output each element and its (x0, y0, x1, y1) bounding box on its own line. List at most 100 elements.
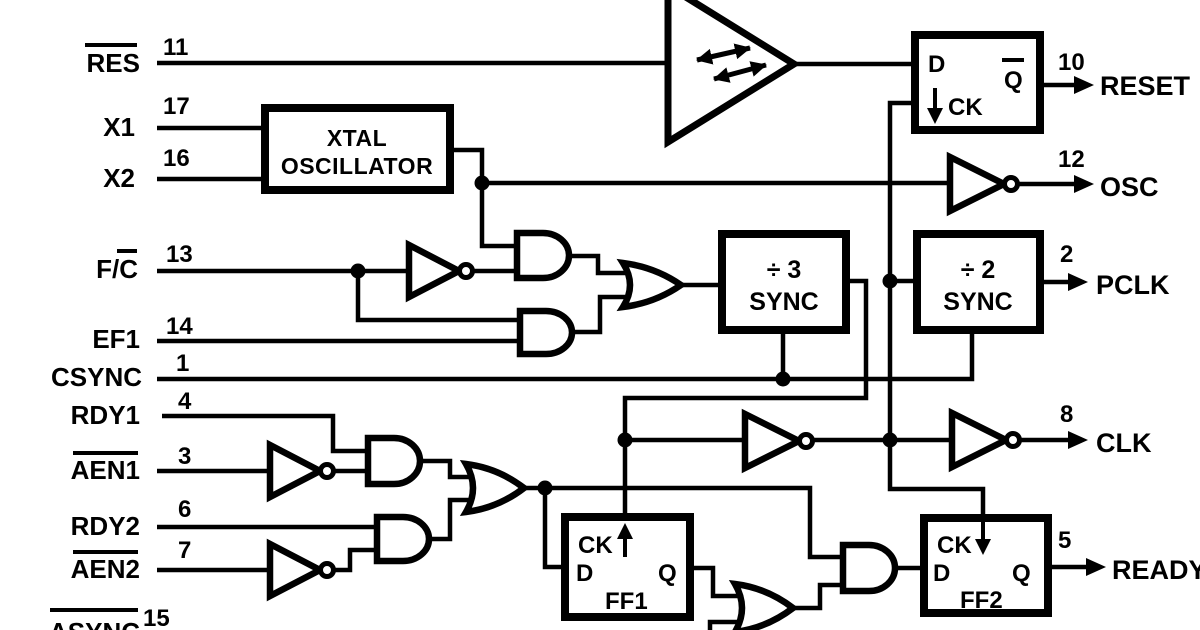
wire-and1-out (567, 253, 630, 276)
inverter-aen1 (266, 439, 336, 503)
inverter-internal-clk (741, 408, 815, 474)
inverter-bubble (318, 561, 336, 579)
ff2-flip-flop: CK D Q FF2 (920, 514, 1052, 617)
div3-label-2: SYNC (749, 288, 818, 316)
wire-ff1-q (690, 565, 745, 599)
pin-11: 11 (163, 34, 188, 61)
wire-and4-out (429, 497, 472, 542)
falling-edge-arrow-icon (927, 88, 943, 124)
inverter-aen2 (266, 538, 336, 602)
junction-dot (537, 480, 553, 496)
input-label-rdy2: RDY2 (71, 511, 140, 541)
and-gate-rdy1 (364, 434, 424, 488)
input-label-res: RES (87, 48, 140, 78)
junction-dot (882, 432, 898, 448)
wire-and3-out (420, 458, 472, 480)
wire-and2-out (572, 294, 630, 335)
pin-2: 2 (1060, 241, 1073, 268)
reset-ff-d-label: D (928, 51, 945, 78)
ff2-d-label: D (933, 560, 950, 587)
arrowhead-clk (1068, 431, 1088, 449)
falling-edge-arrow-icon (975, 522, 991, 555)
or-gate-clock-select (616, 258, 687, 312)
ff2-ck-label: CK (937, 532, 972, 559)
wire-ff1-d (542, 488, 565, 570)
ff1-name-label: FF1 (605, 588, 648, 615)
wire-xtal-branch (479, 183, 517, 249)
reset-flip-flop: D CK Q (911, 31, 1044, 134)
pin-3: 3 (178, 443, 191, 470)
rising-edge-arrow-icon (617, 523, 633, 557)
or-gate-ff1-async (728, 579, 799, 630)
pin-15: 15 (143, 605, 170, 630)
div2-label-1: ÷ 2 (961, 256, 996, 284)
arrowhead-osc (1074, 175, 1094, 193)
wire-xtal-out (450, 147, 485, 183)
pin-1: 1 (176, 350, 189, 377)
input-label-aen1: AEN1 (71, 455, 140, 485)
junction-dot (617, 432, 633, 448)
junction-dot (775, 371, 791, 387)
gates (266, 0, 1022, 630)
ff2-q-label: Q (1012, 560, 1031, 587)
junction-dot (882, 273, 898, 289)
div3-label-1: ÷ 3 (767, 256, 802, 284)
wire-csync (157, 334, 975, 382)
or-gate-ready-select (459, 459, 530, 517)
inverter-clk-output (948, 407, 1022, 473)
output-label-pclk: PCLK (1096, 270, 1170, 300)
pin-13: 13 (166, 241, 193, 268)
input-label-csync: CSYNC (51, 362, 142, 392)
input-label-fc: F/C (96, 254, 138, 284)
pin-16: 16 (163, 145, 190, 172)
output-labels: 10 RESET 12 OSC 2 PCLK 8 CLK 5 READY (1058, 49, 1200, 585)
divide-by-3-sync-block (718, 230, 850, 334)
reset-ff-ck-label: CK (948, 94, 983, 121)
input-label-rdy1: RDY1 (71, 400, 140, 430)
schmitt-trigger (664, 0, 801, 149)
arrowhead-pclk (1068, 273, 1088, 291)
input-label-x2: X2 (103, 163, 135, 193)
junction-dot (350, 263, 366, 279)
pin-5: 5 (1058, 527, 1071, 554)
input-label-x1: X1 (103, 112, 135, 142)
inverter-osc-output (946, 151, 1020, 217)
wire-clk-spine (887, 100, 986, 518)
ff1-ck-label: CK (578, 532, 613, 559)
wire-rdy1 (162, 413, 368, 454)
wire-ready-line (545, 485, 843, 560)
ff1-flip-flop: CK D Q FF1 (561, 513, 694, 621)
xtal-oscillator-block (261, 104, 454, 194)
inverter-bubble (318, 462, 336, 480)
div2-label-2: SYNC (943, 288, 1012, 316)
and-gate-ef1-select (516, 307, 576, 358)
pin-8: 8 (1060, 401, 1073, 428)
output-label-reset: RESET (1100, 71, 1191, 101)
pin-7: 7 (178, 537, 191, 564)
blocks: XTAL OSCILLATOR ÷ 3 SYNC ÷ 2 SYNC D CK Q… (261, 31, 1052, 621)
pin-6: 6 (178, 496, 191, 523)
inverter-bubble (1004, 431, 1022, 449)
inverter-bubble (1002, 175, 1020, 193)
arrowhead-reset (1074, 76, 1094, 94)
hysteresis-icon (696, 43, 767, 83)
input-label-aen2: AEN2 (71, 554, 140, 584)
and-gate-xtal-select (513, 229, 573, 282)
ff1-d-label: D (576, 560, 593, 587)
input-label-ef1: EF1 (92, 324, 140, 354)
xtal-block-label-1: XTAL (327, 125, 387, 151)
ff2-name-label: FF2 (960, 587, 1003, 614)
and-gate-rdy2 (373, 513, 433, 565)
output-label-ready: READY (1112, 555, 1200, 585)
wire-fc-branch (355, 271, 520, 323)
xtal-block-label-2: OSCILLATOR (281, 153, 433, 179)
junction-dot (474, 175, 490, 191)
pin-4: 4 (178, 388, 192, 415)
output-label-clk: CLK (1096, 428, 1152, 458)
wire-or3-out (793, 582, 843, 611)
input-labels: RES 11 X1 17 X2 16 F/C 13 EF1 14 CSYNC 1… (49, 34, 193, 630)
divide-by-2-sync-block (913, 230, 1044, 334)
ff1-q-label: Q (658, 560, 677, 587)
